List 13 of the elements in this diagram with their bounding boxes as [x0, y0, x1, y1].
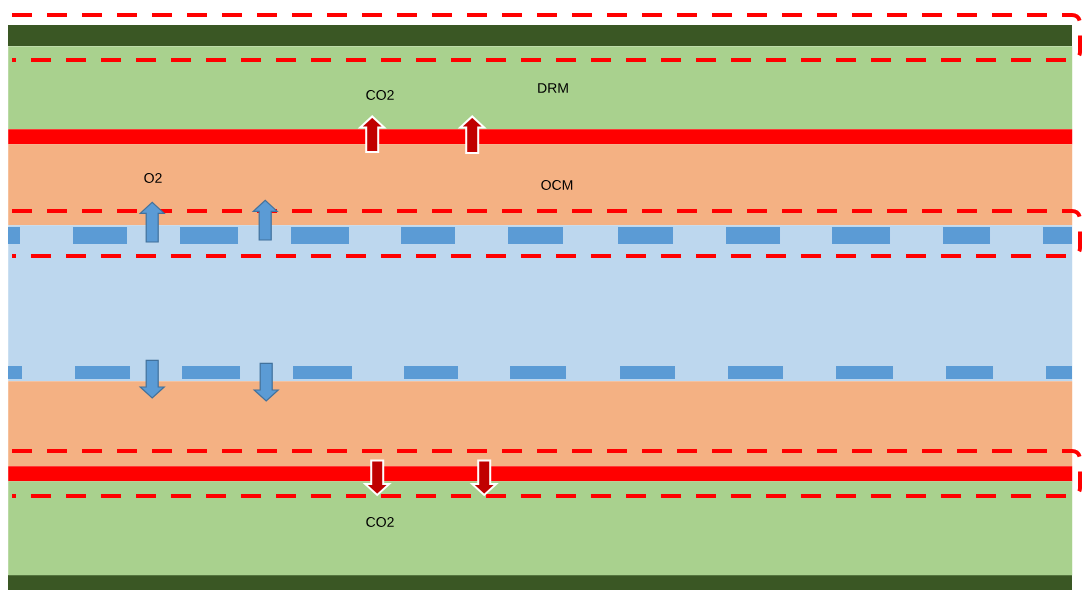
block-arrow [457, 115, 487, 154]
block-arrow [138, 201, 166, 243]
block-arrow [357, 115, 387, 153]
block-arrow [252, 362, 280, 402]
gas-label: CO2 [366, 90, 394, 100]
block-arrow [251, 199, 279, 241]
block-arrow [362, 459, 392, 497]
block-arrow [469, 459, 499, 497]
gas-label: CO2 [366, 517, 394, 527]
layer-band [8, 381, 1073, 467]
block-arrow [138, 359, 166, 399]
layer-band [8, 481, 1073, 576]
gas-label: O2 [144, 173, 162, 183]
